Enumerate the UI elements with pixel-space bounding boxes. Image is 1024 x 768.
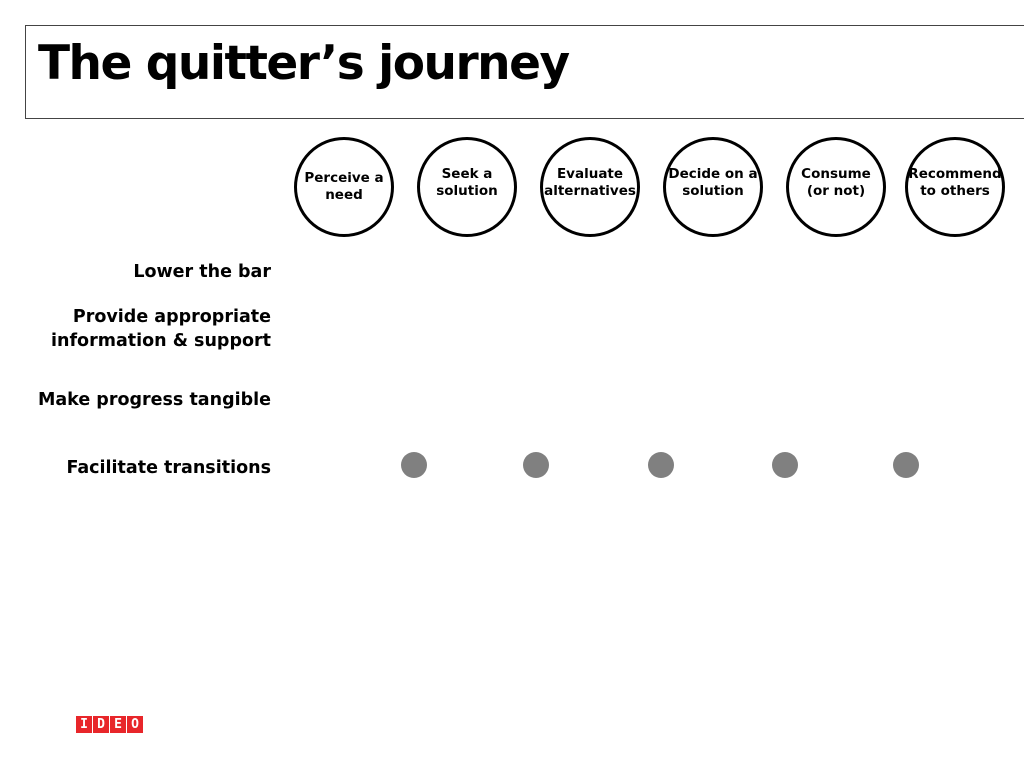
title-box: The quitter’s journey bbox=[25, 25, 1024, 119]
transition-dot bbox=[893, 452, 919, 478]
transition-dot bbox=[523, 452, 549, 478]
stage-label: Consume (or not) bbox=[801, 166, 871, 199]
stage-consume: Consume (or not) bbox=[786, 137, 886, 237]
transition-dot bbox=[772, 452, 798, 478]
logo-letter: I bbox=[76, 716, 92, 733]
logo-letter: D bbox=[93, 716, 109, 733]
stage-decide-on-a-solution: Decide on a solution bbox=[663, 137, 763, 237]
ideo-logo: I D E O bbox=[76, 716, 143, 733]
row-label-facilitate-transitions: Facilitate transitions bbox=[66, 458, 271, 478]
stage-label: Seek a solution bbox=[436, 166, 498, 199]
transition-dot bbox=[648, 452, 674, 478]
logo-letter: E bbox=[110, 716, 126, 733]
stage-perceive-a-need: Perceive a need bbox=[294, 137, 394, 237]
row-label-lower-the-bar: Lower the bar bbox=[133, 262, 271, 282]
logo-letter: O bbox=[127, 716, 143, 733]
stage-label: Evaluate alternatives bbox=[544, 166, 636, 199]
stage-evaluate-alternatives: Evaluate alternatives bbox=[540, 137, 640, 237]
page-title: The quitter’s journey bbox=[38, 36, 570, 91]
stage-label: Perceive a need bbox=[304, 170, 384, 203]
row-label-make-progress-tangible: Make progress tangible bbox=[37, 390, 271, 410]
stage-label: Recommend to others bbox=[908, 166, 1002, 199]
transition-dot bbox=[401, 452, 427, 478]
stage-recommend-to-others: Recommend to others bbox=[905, 137, 1005, 237]
row-label-provide-information: Provide appropriate information & suppor… bbox=[50, 307, 271, 351]
stage-seek-a-solution: Seek a solution bbox=[417, 137, 517, 237]
stage-label: Decide on a solution bbox=[668, 166, 758, 199]
